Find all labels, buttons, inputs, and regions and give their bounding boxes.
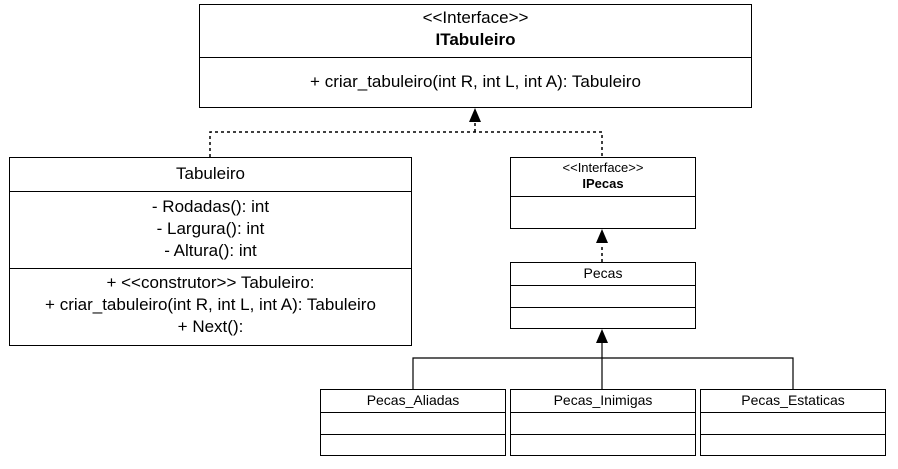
itabuleiro-stereotype: <<Interface>> bbox=[422, 8, 529, 27]
tabuleiro-name: Tabuleiro bbox=[176, 164, 245, 183]
pecas-divider-2 bbox=[511, 307, 695, 308]
pecas-inimigas-name: Pecas_Inimigas bbox=[553, 392, 653, 408]
pecas-inimigas-divider-2 bbox=[511, 434, 695, 435]
pecas-estaticas-header: Pecas_Estaticas bbox=[701, 391, 885, 411]
pecas-divider-1 bbox=[511, 285, 695, 286]
pecas-aliadas-header: Pecas_Aliadas bbox=[321, 391, 505, 411]
tabuleiro-attribute-1: - Rodadas(): int bbox=[151, 197, 270, 216]
arrowhead-to-pecas bbox=[596, 329, 608, 343]
ipecas-header: <<Interface>> IPecas bbox=[511, 160, 695, 194]
pecas-aliadas-divider-1 bbox=[321, 412, 505, 413]
tabuleiro-operations: + <<construtor>> Tabuleiro: + criar_tabu… bbox=[10, 272, 411, 342]
tabuleiro-operation-3: + Next(): bbox=[177, 317, 244, 336]
tabuleiro-divider-1 bbox=[10, 191, 411, 192]
tabuleiro-attribute-2: - Largura(): int bbox=[156, 219, 265, 238]
itabuleiro-divider bbox=[200, 57, 751, 58]
pecas-inimigas-class[interactable]: Pecas_Inimigas bbox=[510, 389, 696, 456]
ipecas-name: IPecas bbox=[582, 176, 624, 191]
ipecas-class[interactable]: <<Interface>> IPecas bbox=[510, 157, 696, 229]
tabuleiro-operation-1: + <<construtor>> Tabuleiro: bbox=[106, 273, 315, 292]
pecas-inimigas-divider-1 bbox=[511, 412, 695, 413]
tabuleiro-divider-2 bbox=[10, 268, 411, 269]
ipecas-divider bbox=[511, 196, 695, 197]
pecas-header: Pecas bbox=[511, 264, 695, 284]
ipecas-stereotype: <<Interface>> bbox=[562, 160, 644, 175]
pecas-inimigas-header: Pecas_Inimigas bbox=[511, 391, 695, 411]
arrowhead-to-ipecas bbox=[596, 229, 608, 243]
pecas-class[interactable]: Pecas bbox=[510, 262, 696, 329]
pecas-estaticas-class[interactable]: Pecas_Estaticas bbox=[700, 389, 886, 456]
tabuleiro-attribute-3: - Altura(): int bbox=[164, 241, 257, 260]
pecas-aliadas-name: Pecas_Aliadas bbox=[366, 392, 460, 408]
itabuleiro-operations: + criar_tabuleiro(int R, int L, int A): … bbox=[200, 71, 751, 95]
itabuleiro-header: <<Interface>> ITabuleiro bbox=[200, 7, 751, 57]
tabuleiro-attributes: - Rodadas(): int - Largura(): int - Altu… bbox=[10, 196, 411, 264]
itabuleiro-class[interactable]: <<Interface>> ITabuleiro + criar_tabulei… bbox=[199, 4, 752, 108]
pecas-estaticas-name: Pecas_Estaticas bbox=[741, 392, 845, 408]
tabuleiro-class[interactable]: Tabuleiro - Rodadas(): int - Largura(): … bbox=[9, 157, 412, 346]
pecas-estaticas-divider-2 bbox=[701, 434, 885, 435]
itabuleiro-operation-1: + criar_tabuleiro(int R, int L, int A): … bbox=[310, 72, 641, 91]
arrowhead-to-itabuleiro bbox=[469, 108, 481, 122]
tabuleiro-header: Tabuleiro bbox=[10, 162, 411, 188]
pecas-aliadas-class[interactable]: Pecas_Aliadas bbox=[320, 389, 506, 456]
tabuleiro-operation-2: + criar_tabuleiro(int R, int L, int A): … bbox=[45, 295, 376, 314]
pecas-name: Pecas bbox=[583, 265, 623, 281]
generalization-tree bbox=[412, 342, 794, 389]
realization-tabuleiro-to-itabuleiro bbox=[209, 131, 603, 157]
itabuleiro-name: ITabuleiro bbox=[435, 30, 516, 49]
pecas-aliadas-divider-2 bbox=[321, 434, 505, 435]
pecas-estaticas-divider-1 bbox=[701, 412, 885, 413]
